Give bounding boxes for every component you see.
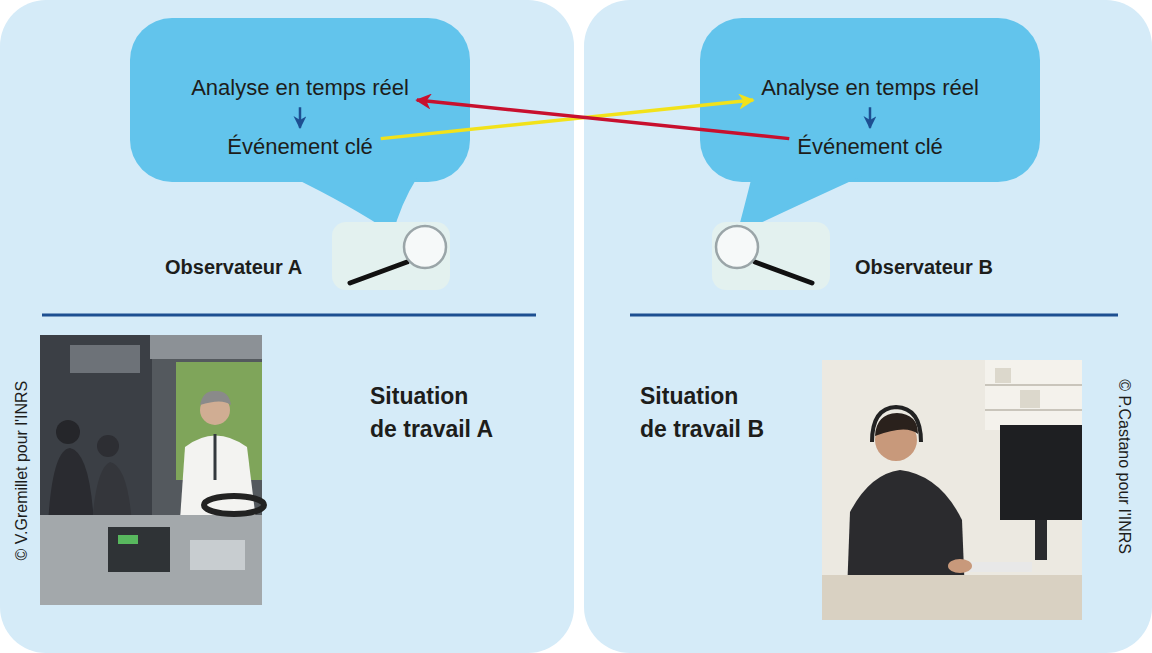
bus-photo-part: [70, 345, 140, 373]
office-photo-part: [1000, 425, 1082, 520]
separator-line-part: [630, 314, 1118, 317]
separator-line-part: [42, 314, 536, 317]
bus-photo-part: [180, 436, 256, 521]
bus-photo-part: [108, 527, 170, 572]
bus-photo-part: [190, 540, 245, 570]
office-photo-part: [875, 413, 918, 436]
magnifier-icon-part: [332, 222, 450, 290]
magnifier-icon-part: [716, 226, 758, 268]
bus-photo-part: [150, 335, 262, 359]
photo-credit: © P.Castano pour l'INRS: [1114, 379, 1133, 554]
office-photo-part: [985, 384, 1082, 386]
step-text: Événement clé: [797, 134, 943, 160]
process-step: Analyse en temps réel: [187, 73, 413, 103]
bus-photo-part: [40, 335, 262, 605]
bus-photo-part: [97, 435, 119, 457]
office-photo-part: [822, 575, 1082, 620]
step-text: Événement clé: [227, 134, 373, 160]
separator-line: [42, 315, 1118, 316]
office-photo-part: [1020, 390, 1040, 408]
bus-photo-part: [118, 535, 138, 544]
situation-label: Situation de travail B: [640, 380, 768, 447]
bus-photo: [40, 335, 264, 605]
bus-photo-part: [40, 335, 152, 525]
speech-bubble: [130, 18, 1040, 234]
office-photo-part: [1035, 520, 1047, 560]
magnifier-icon: [332, 222, 830, 290]
process-step: Événement clé: [793, 132, 947, 162]
process-step: Événement clé: [223, 132, 377, 162]
bus-photo-part: [56, 420, 80, 444]
office-photo-part: [995, 368, 1011, 383]
magnifier-icon-part: [350, 262, 407, 283]
bus-photo-part: [204, 496, 264, 514]
magnifier-icon-part: [404, 226, 446, 268]
flow-arrow: [869, 107, 872, 128]
magnifier-icon-part: [755, 262, 812, 283]
photo-credit: © V.Gremillet pour l'INRS: [12, 380, 31, 560]
process-step: Analyse en temps réel: [757, 73, 983, 103]
office-photo-part: [985, 360, 1082, 430]
office-photo-part: [872, 407, 921, 442]
bus-photo-part: [48, 448, 94, 525]
bus-photo-part: [200, 391, 231, 405]
bus-photo-part: [40, 515, 262, 605]
flow-arrow: [417, 100, 789, 139]
office-photo-part: [962, 562, 1032, 572]
office-photo-part: [822, 360, 1082, 620]
observer-label: Observateur B: [855, 254, 993, 280]
office-photo: [822, 360, 1082, 620]
office-photo-part: [985, 409, 1082, 411]
step-text: Analyse en temps réel: [761, 75, 979, 101]
step-text: Analyse en temps réel: [191, 75, 409, 101]
magnifier-icon-part: [712, 222, 830, 290]
flow-arrow: [381, 100, 753, 139]
observer-label: Observateur A: [165, 254, 302, 280]
situation-label: Situation de travail A: [370, 380, 498, 447]
bus-photo-part: [214, 434, 217, 480]
office-photo-part: [948, 559, 972, 573]
flow-arrow: [299, 107, 302, 128]
